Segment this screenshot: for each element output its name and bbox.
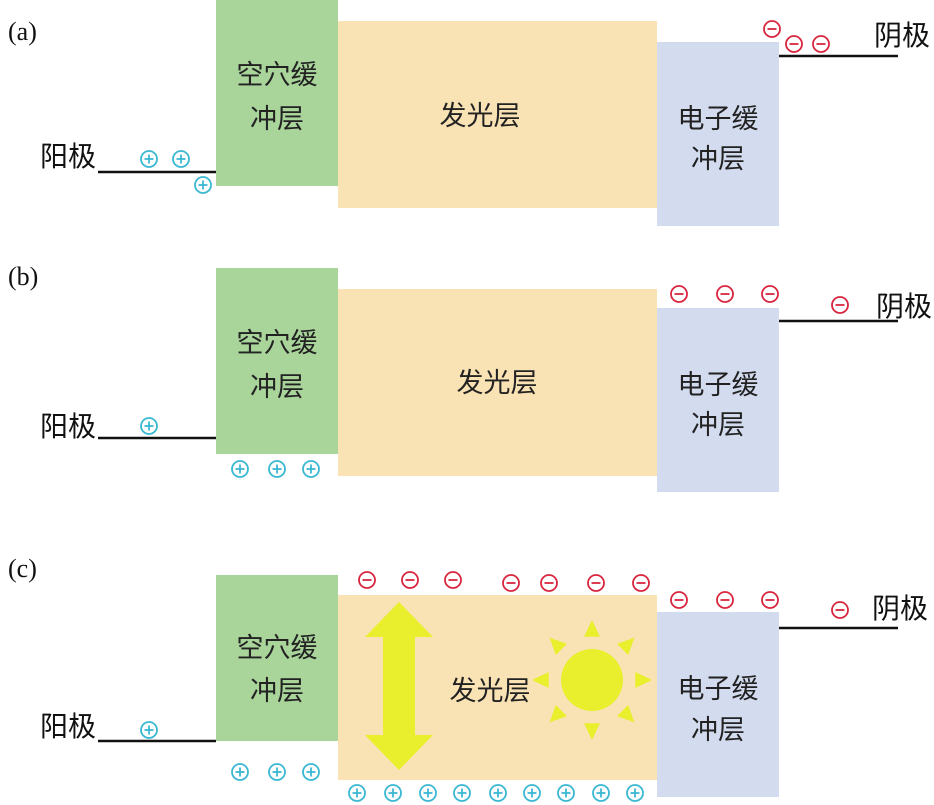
anode-label: 阳极 (40, 410, 96, 443)
hole-charge-icon (626, 784, 644, 802)
electron-buffer-label-line1: 电子缓 (678, 674, 759, 705)
emissive-layer (338, 21, 657, 208)
sun-ray (635, 672, 652, 688)
hole-buffer-label-line1: 空穴缓 (237, 633, 318, 664)
electron-charge-icon (716, 591, 734, 609)
hole-charges (140, 417, 320, 478)
electron-charge-icon (812, 35, 830, 53)
hole-charge-icon (302, 763, 320, 781)
electron-charge-icon (587, 574, 605, 592)
hole-charge-icon (453, 784, 471, 802)
sun-ray (532, 672, 549, 688)
sun-icon (532, 620, 652, 740)
panel-b-label: (b) (8, 262, 38, 291)
hole-charge-icon (140, 417, 158, 435)
hole-charge-icon (348, 784, 366, 802)
hole-charge-icon (172, 150, 190, 168)
electron-buffer-label-line2: 冲层 (691, 144, 745, 175)
emissive-layer-label: 发光层 (457, 368, 538, 399)
cathode-label: 阴极 (874, 19, 930, 52)
electron-charge-icon (444, 571, 462, 589)
sun-ray (549, 705, 567, 723)
panel-c: (c) 空穴缓 冲层 发光层 电子缓 冲层 阳极 阴极 (8, 554, 928, 802)
panel-c-label: (c) (8, 554, 37, 583)
electron-charge-icon (670, 285, 688, 303)
electron-charge-icon (540, 574, 558, 592)
hole-charge-icon (140, 150, 158, 168)
hole-charge-icon (557, 784, 575, 802)
electron-charges (358, 571, 849, 619)
electron-buffer-layer (657, 308, 779, 492)
electron-charge-icon (632, 574, 650, 592)
hole-charge-icon (231, 763, 249, 781)
hole-charge-icon (268, 460, 286, 478)
hole-buffer-layer (216, 575, 338, 741)
electron-charge-icon (761, 591, 779, 609)
electron-charge-icon (831, 601, 849, 619)
electron-charge-icon (785, 35, 803, 53)
anode-label: 阳极 (40, 140, 96, 173)
hole-buffer-label-line2: 冲层 (250, 104, 304, 135)
cathode-label: 阴极 (872, 592, 928, 625)
hole-charges (140, 721, 644, 802)
hole-charge-icon (592, 784, 610, 802)
electron-charge-icon (761, 285, 779, 303)
panel-b: (b) 空穴缓 冲层 发光层 电子缓 冲层 阳极 阴极 (8, 262, 932, 492)
hole-charge-icon (194, 176, 212, 194)
sun-ray (617, 637, 635, 655)
hole-buffer-label-line1: 空穴缓 (237, 60, 318, 91)
electron-charge-icon (670, 591, 688, 609)
electron-charge-icon (831, 296, 849, 314)
double-arrow-icon (365, 602, 433, 770)
electron-charge-icon (763, 20, 781, 38)
hole-charge-icon (268, 763, 286, 781)
electron-charge-icon (716, 285, 734, 303)
sun-ray (549, 637, 567, 655)
panel-a-label: (a) (8, 17, 37, 46)
sun-disc (561, 649, 623, 711)
hole-buffer-label-line1: 空穴缓 (237, 328, 318, 359)
hole-charge-icon (302, 460, 320, 478)
emissive-layer-label: 发光层 (440, 101, 521, 132)
electron-charges (763, 20, 830, 53)
emissive-layer-label: 发光层 (450, 676, 531, 707)
hole-buffer-label-line2: 冲层 (250, 676, 304, 707)
electron-charge-icon (401, 571, 419, 589)
hole-buffer-layer (216, 0, 338, 186)
electron-charge-icon (358, 571, 376, 589)
hole-buffer-layer (216, 268, 338, 454)
electron-buffer-label-line2: 冲层 (691, 410, 745, 441)
hole-charge-icon (419, 784, 437, 802)
electron-buffer-label-line1: 电子缓 (678, 370, 759, 401)
hole-charges (140, 150, 212, 194)
hole-charge-icon (523, 784, 541, 802)
hole-charge-icon (384, 784, 402, 802)
electron-buffer-layer (657, 42, 779, 226)
cathode-label: 阴极 (876, 290, 932, 323)
anode-label: 阳极 (40, 710, 96, 743)
sun-ray (617, 705, 635, 723)
hole-charge-icon (489, 784, 507, 802)
hole-charge-icon (231, 460, 249, 478)
electron-charges (670, 285, 849, 314)
electron-buffer-layer (657, 612, 779, 797)
hole-charge-icon (140, 721, 158, 739)
electron-buffer-label-line2: 冲层 (691, 715, 745, 746)
hole-buffer-label-line2: 冲层 (250, 372, 304, 403)
electron-buffer-label-line1: 电子缓 (678, 104, 759, 135)
sun-ray (584, 723, 600, 740)
emissive-layer (338, 289, 657, 476)
sun-ray (584, 620, 600, 637)
panel-a: (a) 空穴缓 冲层 发光层 电子缓 冲层 阳极 阴极 (8, 0, 930, 226)
electron-charge-icon (502, 574, 520, 592)
